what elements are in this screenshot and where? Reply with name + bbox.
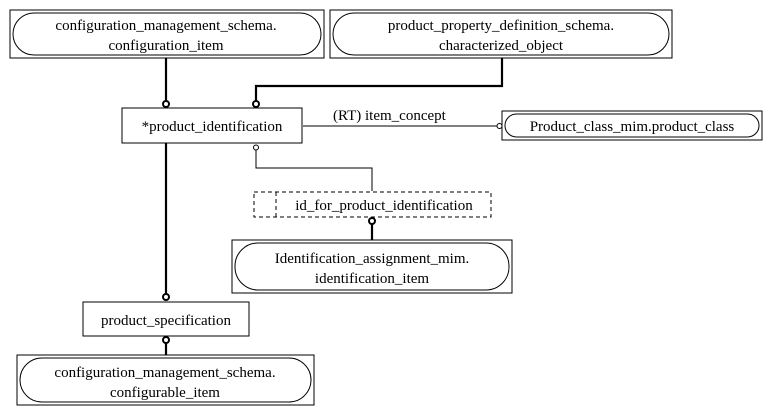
connector-end-open-dot — [253, 144, 259, 151]
entity-product-specification-label: product_specification — [101, 313, 231, 329]
connector-end-dot — [162, 100, 170, 108]
entity-id-for-product-identification: id_for_product_identification — [253, 191, 492, 218]
relation-item-concept-label: (RT) item_concept — [333, 108, 447, 124]
entity-id-for-product-identification-label: id_for_product_identification — [295, 198, 473, 214]
connector-end-dot — [368, 217, 376, 225]
entity-configurable-item: configuration_management_schema. configu… — [16, 354, 315, 406]
connector-end-dot — [162, 336, 170, 344]
entity-configurable-item-line1: configuration_management_schema. — [54, 365, 275, 381]
entity-configuration-item-line1: configuration_management_schema. — [55, 18, 276, 34]
entity-configuration-item: configuration_management_schema. configu… — [9, 9, 325, 59]
entity-identification-item-line2: identification_item — [315, 271, 429, 287]
connector-end-dot — [162, 293, 170, 301]
entity-product-identification-label: *product_identification — [142, 119, 283, 135]
entity-configuration-item-line2: configuration_item — [109, 38, 224, 54]
entity-identification-item: Identification_assignment_mim. identific… — [231, 239, 513, 294]
connector-characterized-object-to-product-identification — [254, 58, 504, 103]
entity-configurable-item-line2: configurable_item — [110, 385, 220, 401]
entity-identification-item-line1: Identification_assignment_mim. — [275, 251, 470, 267]
entity-characterized-object-line2: characterized_object — [439, 38, 564, 54]
entity-product-class-label: Product_class_mim.product_class — [530, 119, 735, 135]
entity-product-class: Product_class_mim.product_class — [501, 110, 763, 141]
entity-product-identification: *product_identification — [121, 107, 303, 144]
connector-product-identification-to-id-for — [255, 150, 373, 191]
connector-end-dot — [252, 100, 260, 108]
entity-characterized-object-line1: product_property_definition_schema. — [388, 18, 614, 34]
entity-product-specification: product_specification — [82, 301, 250, 337]
entity-characterized-object: product_property_definition_schema. char… — [329, 9, 673, 59]
connector-end-open-dot — [496, 123, 503, 129]
